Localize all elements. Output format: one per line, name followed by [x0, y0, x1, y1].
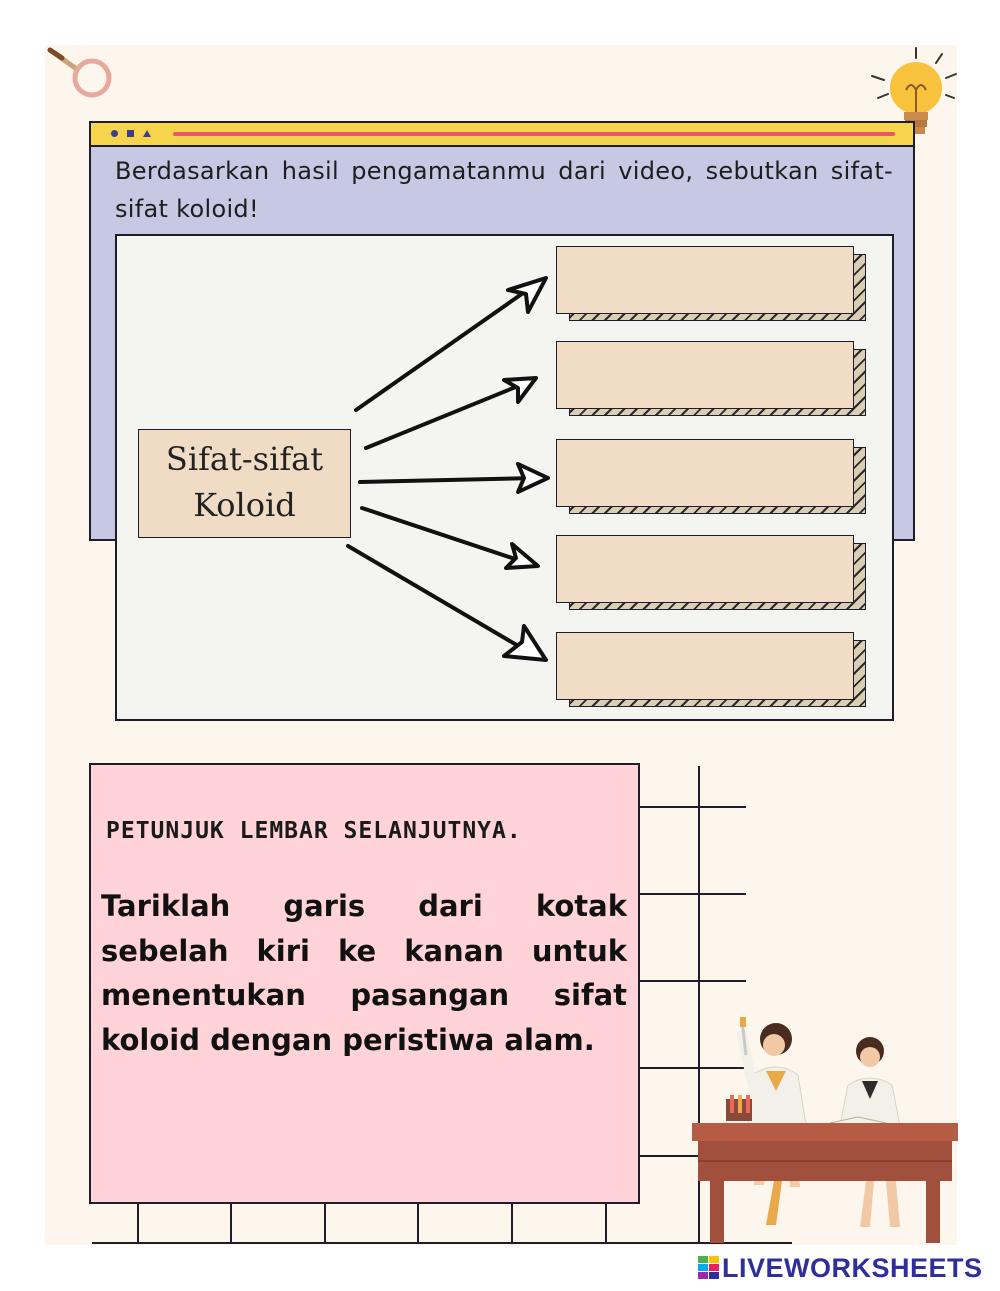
- grid-line: [417, 1200, 419, 1244]
- grid-line: [137, 1200, 139, 1244]
- source-label-line1: Sifat-sifat: [165, 440, 324, 478]
- grid-line: [638, 1155, 746, 1157]
- grid-line: [230, 1200, 232, 1244]
- arrow-1: [354, 276, 548, 412]
- window-title-line: [173, 132, 895, 136]
- arrow-5: [346, 544, 548, 662]
- grid-line: [511, 1200, 513, 1244]
- instruction-title: PETUNJUK LEMBAR SELANJUTNYA.: [106, 818, 522, 844]
- answer-box-1[interactable]: [556, 246, 854, 314]
- window-dot-icon: [111, 130, 118, 137]
- liveworksheets-logo-icon: [698, 1256, 719, 1279]
- instruction-card: [89, 763, 640, 1204]
- magnifier-icon: [47, 47, 112, 98]
- grid-line: [92, 1242, 792, 1244]
- arrows-layer: [346, 276, 550, 662]
- window-square-icon: [127, 130, 134, 137]
- grid-line: [324, 1200, 326, 1244]
- source-label-line2: Koloid: [193, 486, 296, 524]
- lightbulb-icon: [871, 47, 957, 134]
- grid-line: [698, 766, 700, 1244]
- grid-line: [605, 1200, 607, 1244]
- grid-line: [638, 980, 746, 982]
- grid-line: [638, 806, 746, 808]
- window-title-bar: [91, 123, 913, 147]
- question-text: Berdasarkan hasil pengamatanmu dari vide…: [115, 157, 893, 223]
- grid-line: [638, 1067, 746, 1069]
- arrow-2: [364, 376, 538, 450]
- logo-text: LIVEWORKSHEETS: [722, 1253, 983, 1283]
- window-triangle-icon: [143, 130, 151, 137]
- answer-box-2[interactable]: [556, 341, 854, 409]
- answer-box-4[interactable]: [556, 535, 854, 603]
- liveworksheets-logo: LIVEWORKSHEETS: [698, 1253, 983, 1284]
- answer-box-5[interactable]: [556, 632, 854, 700]
- answer-box-3[interactable]: [556, 439, 854, 507]
- grid-line: [638, 893, 746, 895]
- source-box[interactable]: Sifat-sifat Koloid: [138, 429, 351, 538]
- arrow-4: [360, 506, 540, 570]
- arrow-3: [358, 462, 550, 494]
- scientists-illustration: [692, 1017, 958, 1243]
- instruction-text: Tariklah garis dari kotak sebelah kiri k…: [101, 889, 627, 1057]
